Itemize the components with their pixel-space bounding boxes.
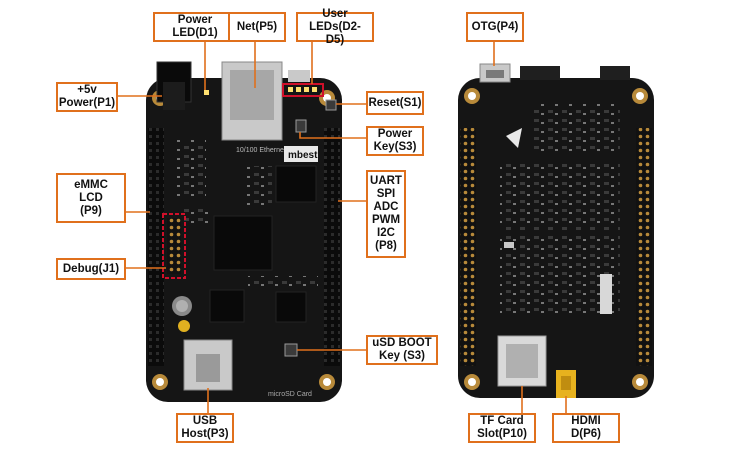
- power-led: [204, 90, 209, 95]
- tf-card-inner: [506, 344, 538, 378]
- leader-lines: [118, 42, 567, 413]
- component-cluster: [248, 276, 318, 288]
- label-power-key: Power Key(S3): [366, 126, 424, 156]
- mini-usb: [288, 70, 310, 82]
- capacitor-top: [176, 300, 188, 312]
- label-emmc: eMMC LCD (P9): [56, 173, 126, 223]
- back-header-left: [460, 128, 476, 366]
- brand-silk: mbest: [288, 150, 318, 161]
- component-cluster: [246, 166, 272, 206]
- brand-label: [284, 146, 318, 162]
- label-power-led: Power LED(D1): [153, 12, 237, 42]
- component-cluster: [500, 160, 620, 230]
- reset-button: [325, 99, 337, 111]
- label-usd-boot: uSD BOOT Key (S3): [366, 335, 438, 365]
- back-header-right: [636, 128, 652, 366]
- user-leds-box: [282, 83, 324, 97]
- hdmi-port-inner: [561, 376, 571, 390]
- back-jack-shadow: [600, 66, 630, 80]
- chip-processor: [213, 215, 273, 271]
- power-button: [295, 119, 307, 133]
- label-uart: UART SPI ADC PWM I2C (P8): [366, 170, 406, 258]
- header-p9: [148, 128, 164, 366]
- power-jack-body: [163, 82, 185, 110]
- mount-hole-center: [636, 378, 644, 386]
- usb-host-inner: [196, 354, 220, 382]
- label-otg: OTG(P4): [466, 12, 524, 42]
- microsd-silk: microSD Card: [268, 391, 312, 398]
- back-crystal-small: [504, 242, 514, 248]
- debug-box: [162, 213, 186, 279]
- ethernet-jack-inner: [230, 70, 274, 120]
- user-led: [312, 87, 317, 92]
- user-led: [304, 87, 309, 92]
- label-net: Net(P5): [228, 12, 286, 42]
- debug-header: [167, 218, 181, 274]
- component-cluster: [176, 140, 206, 200]
- ethernet-silk: 10/100 Ethernet: [236, 147, 286, 154]
- otg-port-inner: [486, 70, 504, 78]
- chip-emmc: [275, 165, 317, 203]
- label-hdmi: HDMI D(P6): [552, 413, 620, 443]
- leader-power-key: [299, 132, 366, 139]
- chip-pmic: [275, 291, 307, 323]
- chip-ram: [209, 289, 245, 323]
- component-cluster: [530, 104, 620, 154]
- boot-button: [284, 343, 298, 357]
- back-jack-shadow: [520, 66, 560, 80]
- label-user-leds: User LEDs(D2-D5): [296, 8, 374, 46]
- label-5v-power: +5v Power(P1): [56, 82, 118, 112]
- logo-mark: [506, 128, 522, 148]
- mount-hole-center: [468, 92, 476, 100]
- label-usb-host: USB Host(P3): [176, 413, 234, 443]
- back-crystal: [600, 274, 612, 314]
- user-led: [288, 87, 293, 92]
- component-cluster: [180, 206, 210, 226]
- header-p8: [324, 128, 340, 366]
- mount-hole-center: [323, 378, 331, 386]
- back-board: [458, 63, 654, 398]
- label-tf-card: TF Card Slot(P10): [468, 413, 536, 443]
- label-debug: Debug(J1): [56, 258, 126, 280]
- battery-cap: [178, 320, 190, 332]
- mount-hole-center: [636, 92, 644, 100]
- label-reset: Reset(S1): [366, 91, 424, 115]
- front-board: 10/100 Ethernet mbest: [146, 61, 342, 402]
- user-led: [296, 87, 301, 92]
- mount-hole-center: [156, 378, 164, 386]
- mount-hole-center: [468, 378, 476, 386]
